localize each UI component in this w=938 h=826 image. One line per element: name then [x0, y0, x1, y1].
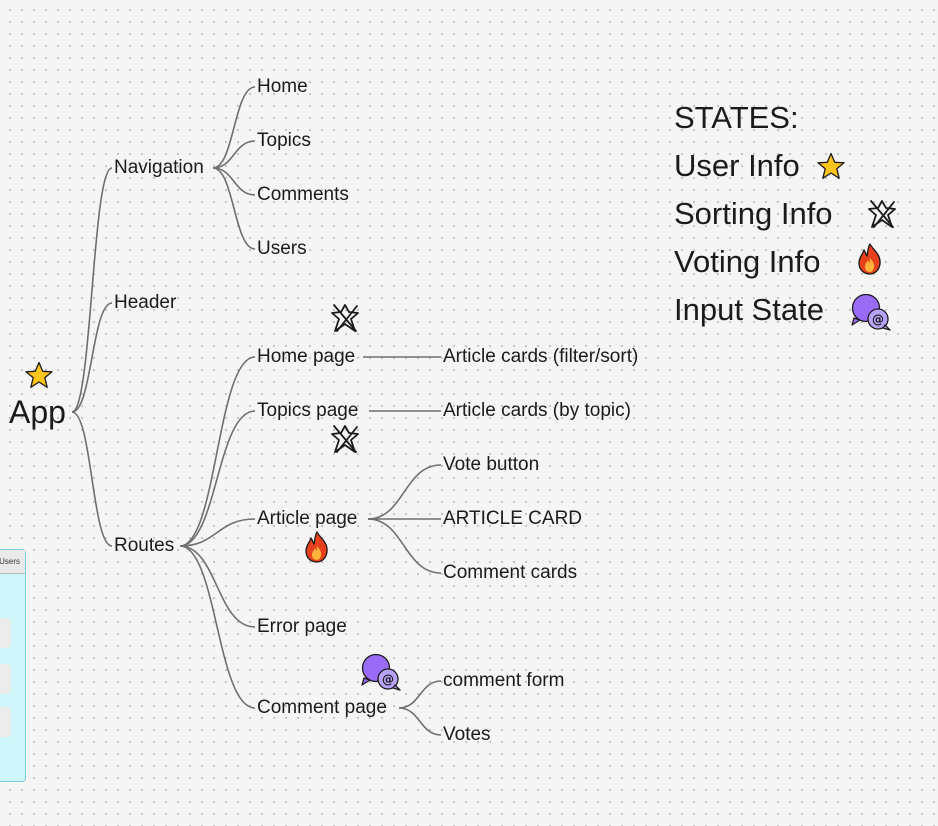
node-navigation[interactable]: Navigation: [114, 157, 204, 178]
users-frame-header: Users: [0, 550, 25, 574]
star-icon[interactable]: [24, 361, 54, 389]
sorting-star-icon[interactable]: [329, 423, 361, 455]
node-routes[interactable]: Routes: [114, 535, 175, 556]
node-vote-button[interactable]: Vote button: [443, 454, 540, 475]
node-home-page[interactable]: Home page: [257, 346, 356, 367]
star-icon[interactable]: [816, 152, 846, 180]
at-bubble-icon[interactable]: @: [360, 652, 402, 692]
at-bubble-icon[interactable]: @: [850, 292, 892, 332]
fire-icon[interactable]: [856, 242, 884, 276]
node-topics[interactable]: Topics: [257, 130, 311, 151]
legend-item-voting-info[interactable]: Voting Info: [674, 244, 821, 279]
node-header[interactable]: Header: [114, 292, 177, 313]
root-node-app[interactable]: App: [9, 394, 66, 430]
node-comment-cards[interactable]: Comment cards: [443, 562, 578, 583]
legend-item-sorting-info[interactable]: Sorting Info: [674, 196, 833, 231]
svg-text:@: @: [872, 313, 884, 327]
node-comment-page[interactable]: Comment page: [257, 697, 387, 718]
node-home[interactable]: Home: [257, 76, 308, 97]
node-comment-form[interactable]: comment form: [443, 670, 565, 691]
legend-item-user-info[interactable]: User Info: [674, 148, 800, 183]
node-article-cards-by-topic[interactable]: Article cards (by topic): [443, 400, 631, 421]
node-topics-page[interactable]: Topics page: [257, 400, 359, 421]
legend-item-input-state[interactable]: Input State: [674, 292, 824, 327]
users-frame-row: [0, 664, 11, 694]
node-article-cards-filter-sort[interactable]: Article cards (filter/sort): [443, 346, 639, 367]
node-comments[interactable]: Comments: [257, 184, 349, 205]
svg-text:@: @: [382, 673, 394, 687]
users-frame-panel[interactable]: Users: [0, 549, 26, 782]
node-users[interactable]: Users: [257, 238, 307, 259]
fire-icon[interactable]: [303, 530, 331, 564]
users-frame-row: [0, 618, 11, 648]
sorting-star-icon[interactable]: [866, 198, 898, 230]
node-article-card[interactable]: ARTICLE CARD: [443, 508, 583, 529]
legend-title[interactable]: STATES:: [674, 100, 799, 135]
users-frame-row: [0, 707, 11, 737]
node-votes[interactable]: Votes: [443, 724, 491, 745]
node-error-page[interactable]: Error page: [257, 616, 347, 637]
sorting-star-icon[interactable]: [329, 302, 361, 334]
node-article-page[interactable]: Article page: [257, 508, 358, 529]
